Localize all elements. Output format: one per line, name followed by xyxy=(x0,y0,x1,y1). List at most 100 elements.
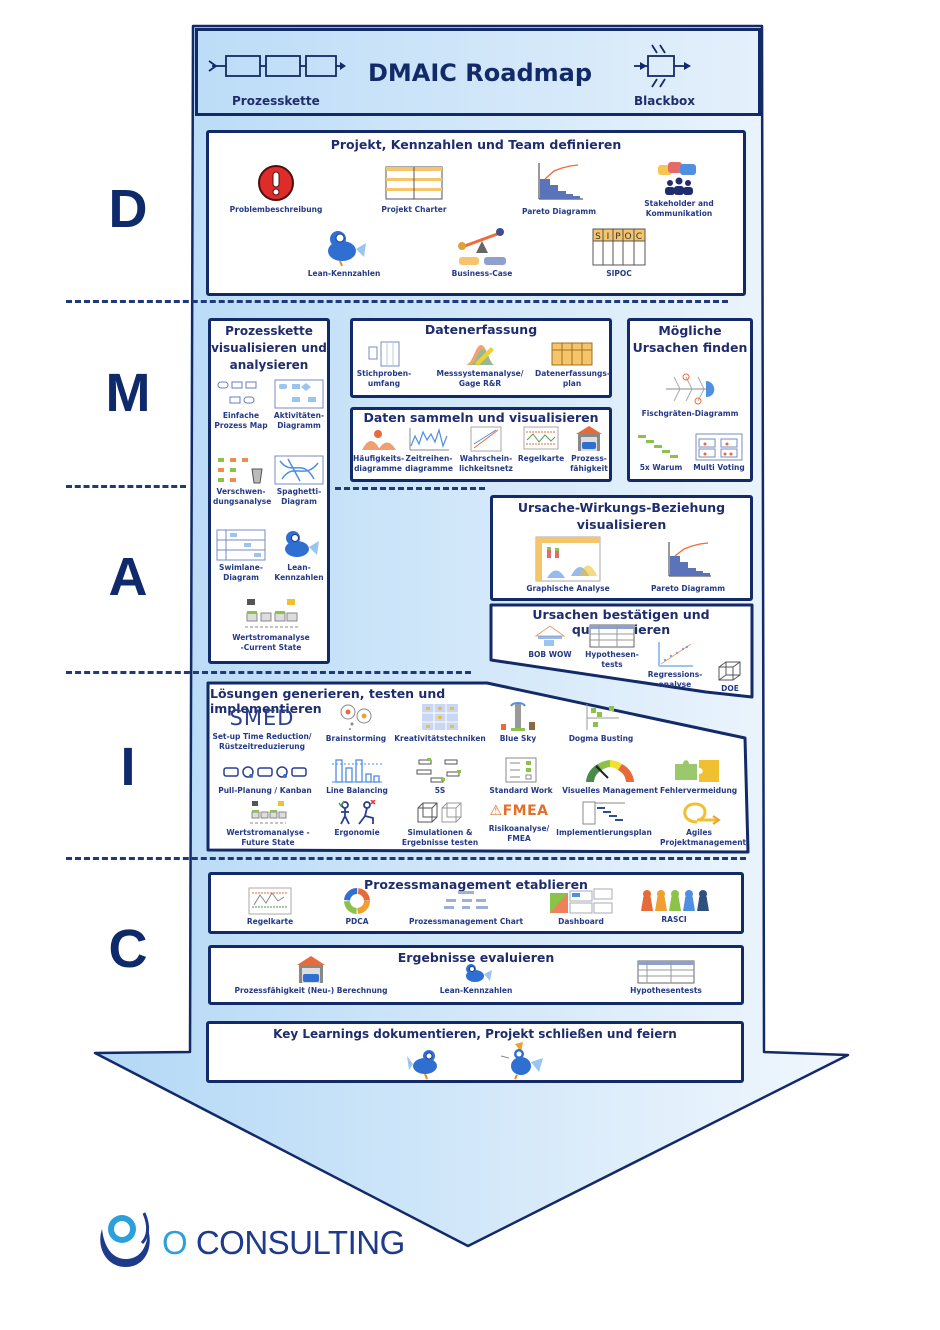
item-ergonomie[interactable]: Ergonomie xyxy=(322,800,392,838)
daten-sammeln-box: Daten sammeln und visualisieren Häufigke… xyxy=(350,407,612,482)
item-fischgraeten[interactable]: Fischgräten-Diagramm xyxy=(634,371,746,419)
item-stichprobenumfang[interactable]: Stichproben- umfang xyxy=(353,341,415,388)
item-projekt-charter[interactable]: Projekt Charter xyxy=(359,163,469,215)
item-5x-warum[interactable]: 5x Warum xyxy=(632,433,690,473)
smed-icon: SMED xyxy=(229,706,295,730)
item-implementierungsplan[interactable]: Implementierungsplan xyxy=(556,800,652,838)
item-dogma-busting[interactable]: Dogma Busting xyxy=(565,702,637,744)
item-bob-wow[interactable]: BOB WOW xyxy=(520,624,580,660)
pareto-chart-icon xyxy=(538,163,583,200)
item-blue-sky[interactable]: Blue Sky xyxy=(490,700,546,744)
spaghetti-diagram-icon xyxy=(274,455,324,485)
item-lean-kennzahlen[interactable]: Lean-Kennzahlen xyxy=(289,227,399,279)
item-label: Standard Work xyxy=(489,786,553,795)
item-spaghetti-diagram[interactable]: Spaghetti- Diagram xyxy=(271,455,327,506)
item-label: DOE xyxy=(721,684,739,693)
item-fmea[interactable]: ⚠FMEA Risikoanalyse/ FMEA xyxy=(484,800,554,843)
item-label: Stichproben- umfang xyxy=(356,369,412,388)
party-bird-icon[interactable] xyxy=(497,1042,547,1080)
svg-text:C: C xyxy=(636,232,642,242)
logo-o-letter: O xyxy=(162,1224,188,1261)
page-title: DMAIC Roadmap xyxy=(368,59,593,87)
datenerfassung-box: Datenerfassung Stichproben- umfang Messs… xyxy=(350,318,612,398)
item-pdca[interactable]: PDCA xyxy=(327,887,387,927)
item-multi-voting[interactable]: Multi Voting xyxy=(690,433,748,473)
item-prozessfaehigkeit-neu[interactable]: Prozessfähigkeit (Neu-) Berechnung xyxy=(231,954,391,996)
item-haeufigkeitsdiagramme[interactable]: Häufigkeits- diagramme xyxy=(353,426,405,473)
item-wertstromanalyse-current[interactable]: Wertstromanalyse -Current State xyxy=(215,597,327,652)
item-label: Risikoanalyse/ FMEA xyxy=(488,824,550,843)
item-label: Lean-Kennzahlen xyxy=(307,269,381,278)
swimlane-icon xyxy=(216,529,266,561)
item-5s[interactable]: 5S xyxy=(404,756,476,796)
item-rasci[interactable]: RASCI xyxy=(629,887,719,925)
item-label: Swimlane- Diagram xyxy=(219,563,263,582)
stakeholder-icon xyxy=(658,162,696,195)
item-prozessfaehigkeit[interactable]: Prozess- fähigkeit xyxy=(567,424,611,473)
item-business-case[interactable]: Business-Case xyxy=(427,227,537,279)
item-label: Lean-Kennzahlen xyxy=(439,986,513,995)
bird-mascot-icon xyxy=(285,531,319,557)
phase-d: D xyxy=(108,179,148,239)
item-line-balancing[interactable]: Line Balancing xyxy=(322,756,392,796)
item-lean-kennzahlen-c[interactable]: Lean-Kennzahlen xyxy=(426,962,526,996)
item-pareto-diagramm[interactable]: Pareto Diagramm xyxy=(504,161,614,217)
item-regressionsanalyse[interactable]: Regressions- analyse xyxy=(645,640,705,689)
multi-voting-icon xyxy=(695,433,743,461)
histogram-icon xyxy=(362,430,396,450)
item-aktivitaeten-diagramm[interactable]: Aktivitäten- Diagramm xyxy=(271,379,327,430)
item-regelkarte-m[interactable]: Regelkarte xyxy=(515,426,567,464)
item-smed[interactable]: SMED Set-up Time Reduction/ Rüstzeitredu… xyxy=(212,706,312,751)
item-doe[interactable]: DOE xyxy=(708,660,752,694)
prozesskette-label: Prozesskette xyxy=(232,94,320,108)
item-regelkarte-c[interactable]: Regelkarte xyxy=(233,887,307,927)
item-label: Hypothesen- tests xyxy=(585,650,639,669)
gantt-icon xyxy=(582,801,625,825)
item-problembeschreibung[interactable]: Problembeschreibung xyxy=(221,163,331,215)
item-datenerfassungsplan[interactable]: Datenerfassungs- plan xyxy=(535,341,610,388)
item-pareto-diagramm-a[interactable]: Pareto Diagramm xyxy=(633,540,743,594)
control-chart-icon xyxy=(523,426,559,450)
bird-mascot-icon[interactable] xyxy=(407,1046,447,1080)
item-stakeholder[interactable]: Stakeholder and Kommunikation xyxy=(624,161,734,218)
item-swimlane-diagram[interactable]: Swimlane- Diagram xyxy=(213,529,269,582)
item-agiles-pm[interactable]: Agiles Projektmanagement xyxy=(660,800,746,847)
hypothesis-table-icon xyxy=(637,960,695,984)
item-label: Business-Case xyxy=(451,269,513,278)
item-messsystemanalyse[interactable]: Messsystemanalyse/ Gage R&R xyxy=(425,341,535,388)
item-label: Aktivitäten- Diagramm xyxy=(273,411,325,430)
item-label: Projekt Charter xyxy=(381,205,447,214)
item-dashboard[interactable]: Dashboard xyxy=(541,887,621,927)
item-wertstromanalyse-future[interactable]: Wertstromanalyse - Future State xyxy=(218,800,318,847)
item-brainstorming[interactable]: Brainstorming xyxy=(320,702,392,744)
item-standard-work[interactable]: Standard Work xyxy=(488,756,554,796)
item-prozessmanagement-chart[interactable]: Prozessmanagement Chart xyxy=(406,889,526,927)
item-label: Häufigkeits- diagramme xyxy=(353,454,405,473)
item-wahrscheinlichkeitsnetz[interactable]: Wahrschein- lichkeitsnetz xyxy=(457,426,515,473)
item-kreativitaetstechniken[interactable]: Kreativitätstechniken xyxy=(394,702,486,744)
dogma-busting-icon xyxy=(586,704,619,730)
prozessmanagement-box: Prozessmanagement etablieren Regelkarte … xyxy=(208,872,744,934)
item-graphische-analyse[interactable]: Graphische Analyse xyxy=(513,536,623,594)
waste-analysis-icon xyxy=(218,458,263,484)
item-label: Einfache Prozess Map xyxy=(214,411,268,430)
item-verschwendungsanalyse[interactable]: Verschwen- dungsanalyse xyxy=(213,455,271,506)
item-simulationen[interactable]: Simulationen & Ergebnisse testen xyxy=(398,800,482,847)
item-hypothesentests-a[interactable]: Hypothesen- tests xyxy=(584,624,640,669)
item-label: Prozessmanagement Chart xyxy=(408,917,524,926)
svg-text:O: O xyxy=(624,232,631,242)
item-fehlervermeidung[interactable]: Fehlervermeidung xyxy=(660,756,737,796)
improve-title: Lösungen generieren, testen und implemen… xyxy=(210,686,446,716)
item-zeitreihendiagramme[interactable]: Zeitreihen- diagramme xyxy=(403,426,455,473)
item-einfache-prozess-map[interactable]: Einfache Prozess Map xyxy=(213,379,269,430)
item-visuelles-management[interactable]: Visuelles Management xyxy=(562,756,658,796)
bird-mascot-icon xyxy=(328,231,366,267)
item-hypothesentests-c[interactable]: Hypothesentests xyxy=(611,960,721,996)
item-label: RASCI xyxy=(661,915,687,924)
puzzle-icon xyxy=(675,760,719,782)
item-label: Wahrschein- lichkeitsnetz xyxy=(459,454,513,473)
item-pull-planung[interactable]: Pull-Planung / Kanban xyxy=(212,760,318,796)
item-lean-kennzahlen-m[interactable]: Lean- Kennzahlen xyxy=(271,529,327,582)
